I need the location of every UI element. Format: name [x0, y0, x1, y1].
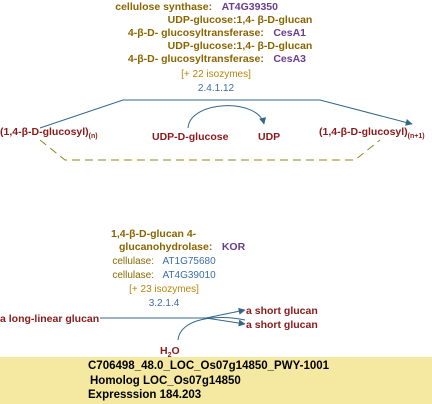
enzyme-line-5[interactable]: 4-β-D- glucosyltransferase: CesA3: [128, 49, 306, 66]
footer-gene-id: C706498_48.0_LOC_Os07g14850_PWY-1001: [88, 360, 330, 372]
water-arrow: [177, 317, 246, 341]
enzyme-line-4[interactable]: UDP-glucose:1,4- β-D-glucan: [168, 40, 313, 52]
hydrolysis-arrow-2: [205, 317, 246, 327]
cellulase-line-2[interactable]: cellulase: AT4G39010: [112, 265, 216, 282]
gene-info-footer: C706498_48.0_LOC_Os07g14850_PWY-1001 Hom…: [0, 357, 432, 404]
cofactor-arrow: [187, 105, 266, 129]
compound-udp-glucose[interactable]: UDP-D-glucose: [152, 131, 229, 143]
compound-water[interactable]: H2O: [160, 345, 180, 357]
enzyme-kor-line-2[interactable]: glucanohydrolase: KOR: [119, 237, 246, 254]
enzyme-line-1[interactable]: cellulose synthase: AT4G39350: [115, 0, 278, 14]
compound-short-glucan-2[interactable]: a short glucan: [246, 319, 318, 331]
hydrolysis-arrow-1: [100, 307, 246, 319]
diagram-canvas: cellulose synthase: AT4G39350 UDP-glucos…: [0, 0, 425, 357]
reverse-dashed-line: [39, 139, 381, 161]
enzyme-kor-line-1[interactable]: 1,4-β-D-glucan 4-: [111, 228, 197, 240]
compound-glucosyl-n[interactable]: (1,4-β-D-glucosyl)(n): [0, 126, 98, 140]
isozymes-label[interactable]: [+ 22 isozymes]: [181, 69, 251, 80]
cellulase-line-1[interactable]: cellulase: AT1G75680: [112, 251, 216, 268]
reaction-arrow-top: [39, 99, 413, 129]
compound-udp[interactable]: UDP: [258, 131, 280, 143]
enzyme-line-3[interactable]: 4-β-D- glucosyltransferase: CesA1: [128, 23, 306, 40]
compound-long-linear-glucan[interactable]: a long-linear glucan: [0, 313, 99, 325]
compound-glucosyl-n-plus-1[interactable]: (1,4-β-D-glucosyl)(n+1): [319, 126, 425, 140]
ec-number[interactable]: 2.4.1.12: [198, 83, 235, 94]
isozymes-label-2[interactable]: [+ 23 isozymes]: [129, 284, 199, 295]
ec-number-2[interactable]: 3.2.1.4: [149, 298, 180, 309]
footer-homolog: Homolog LOC_Os07g14850: [90, 375, 241, 387]
footer-expression: Expresssion 184.203: [88, 389, 202, 401]
compound-short-glucan-1[interactable]: a short glucan: [246, 305, 318, 317]
enzyme-line-2[interactable]: UDP-glucose:1,4- β-D-glucan: [168, 14, 313, 26]
